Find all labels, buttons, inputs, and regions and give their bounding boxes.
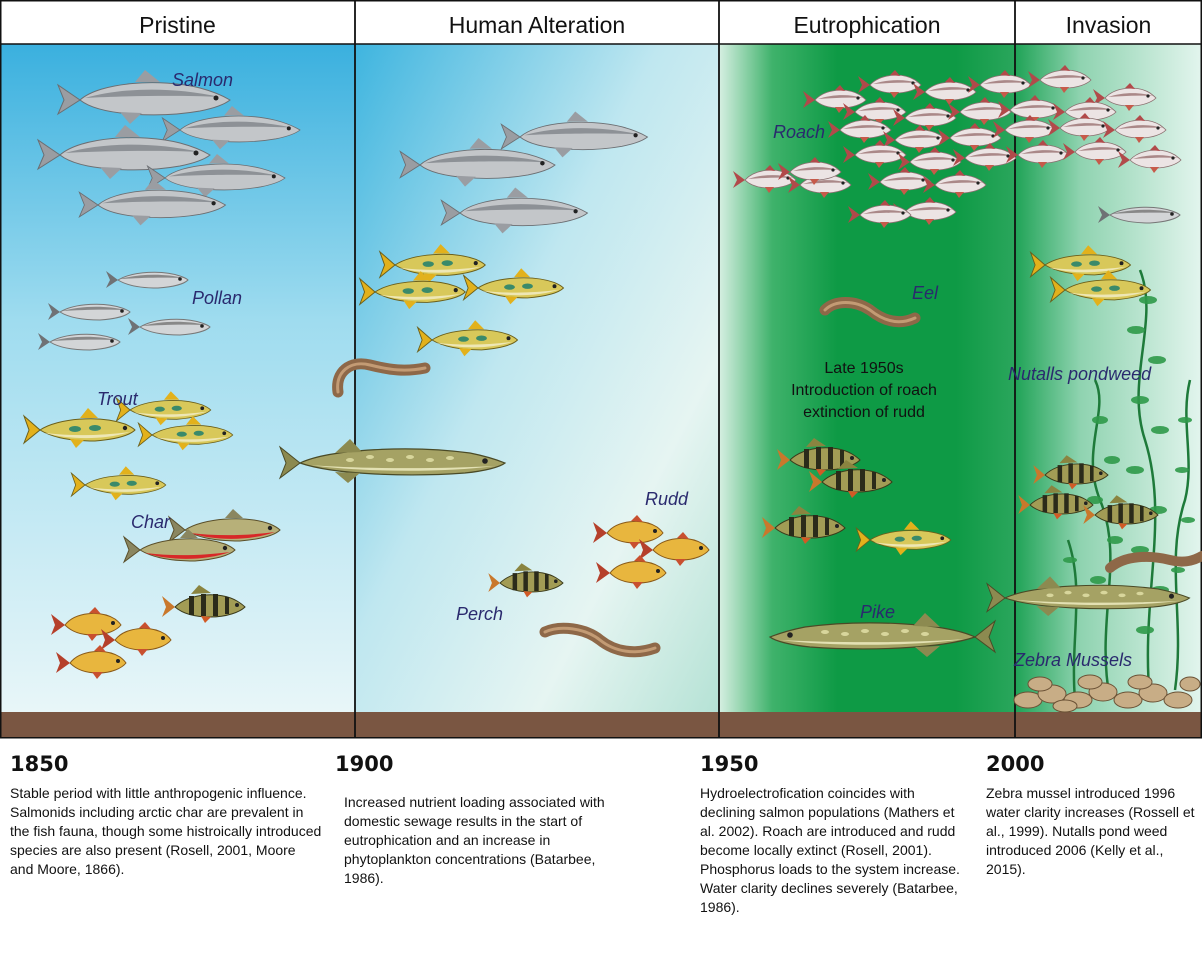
label-salmon: Salmon	[172, 70, 233, 91]
year-2000: 2000	[986, 752, 1044, 776]
description-2000: Zebra mussel introduced 1996 water clari…	[986, 784, 1198, 879]
label-eel: Eel	[912, 283, 938, 304]
year-1900: 1900	[335, 752, 393, 776]
era-title-invasion: Invasion	[1015, 12, 1202, 39]
label-zebra-mussels: Zebra Mussels	[1014, 650, 1132, 671]
label-char: Char	[131, 512, 170, 533]
label-pike: Pike	[860, 602, 895, 623]
annotation-line-3: extinction of rudd	[729, 402, 999, 424]
label-roach: Roach	[773, 122, 825, 143]
sediment-layer	[0, 712, 1202, 738]
description-1900: Increased nutrient loading associated wi…	[344, 793, 620, 888]
description-1850: Stable period with little anthropogenic …	[10, 784, 322, 879]
annotation-line-1: Late 1950s	[729, 358, 999, 380]
era-title-eutrophication: Eutrophication	[719, 12, 1015, 39]
description-1950: Hydroelectrofication coincides with decl…	[700, 784, 972, 917]
label-trout: Trout	[97, 389, 138, 410]
annotation-late-1950s: Late 1950s Introduction of roach extinct…	[729, 358, 999, 424]
year-1850: 1850	[10, 752, 68, 776]
label-nutalls-pondweed: Nutalls pondweed	[1008, 364, 1151, 385]
label-rudd: Rudd	[645, 489, 688, 510]
label-perch: Perch	[456, 604, 503, 625]
era-title-human-alteration: Human Alteration	[355, 12, 719, 39]
year-1950: 1950	[700, 752, 758, 776]
annotation-line-2: Introduction of roach	[729, 380, 999, 402]
label-pollan: Pollan	[192, 288, 242, 309]
era-title-pristine: Pristine	[0, 12, 355, 39]
